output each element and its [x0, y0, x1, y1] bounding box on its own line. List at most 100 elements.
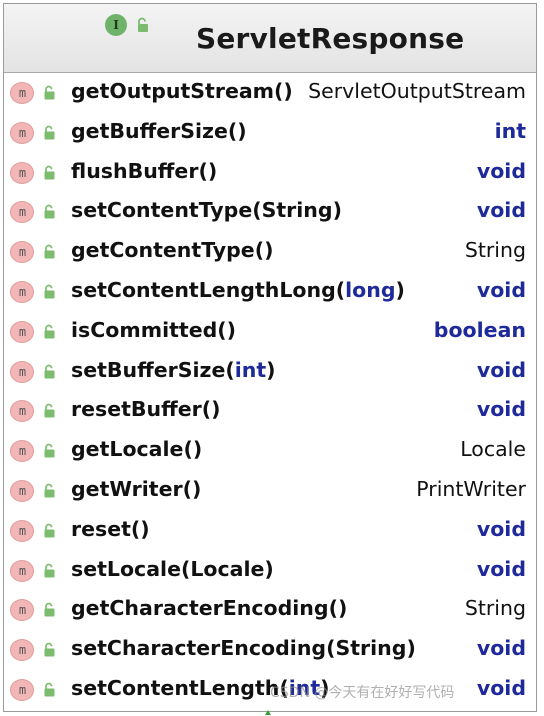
method-signature: flushBuffer()	[71, 159, 217, 183]
method-row[interactable]: m reset() void	[4, 511, 536, 551]
paren-open: (	[326, 636, 336, 661]
method-param: int	[234, 357, 267, 382]
public-lock-icon	[44, 642, 55, 657]
paren-close: )	[320, 675, 330, 700]
method-param: long	[345, 277, 396, 302]
paren-open: (	[328, 596, 338, 621]
paren-close: )	[237, 118, 247, 143]
paren-close: )	[140, 516, 150, 541]
method-icon: m	[10, 320, 34, 343]
method-signature: resetBuffer()	[71, 397, 221, 421]
method-icon-glyph: m	[18, 523, 26, 538]
method-icon-glyph: m	[18, 364, 26, 379]
method-name: setContentLength	[71, 675, 280, 700]
method-signature: getContentType()	[71, 238, 273, 262]
class-header: I ServletResponse	[4, 4, 536, 73]
method-icon: m	[10, 161, 34, 184]
method-icon-glyph: m	[18, 563, 26, 578]
method-icon: m	[10, 440, 34, 463]
paren-open: (	[201, 397, 212, 422]
paren-open: (	[198, 158, 208, 183]
paren-close: )	[332, 198, 342, 223]
public-lock-icon	[44, 85, 55, 100]
return-type: void	[476, 516, 526, 541]
public-lock-icon	[44, 324, 55, 339]
return-type: void	[476, 556, 526, 581]
method-row[interactable]: m getContentType() String	[4, 232, 536, 272]
method-icon-glyph: m	[18, 404, 26, 419]
public-lock-icon	[44, 603, 55, 617]
method-icon-glyph: m	[18, 284, 26, 299]
resize-handle-icon[interactable]	[265, 710, 271, 715]
method-icon: m	[10, 241, 34, 264]
return-type: String	[464, 596, 526, 621]
method-param: Locale	[190, 556, 265, 581]
method-icon-glyph: m	[18, 682, 26, 697]
method-row[interactable]: m getOutputStream() ServletOutputStream	[4, 73, 536, 113]
return-type: String	[464, 238, 526, 263]
method-row[interactable]: m flushBuffer() void	[4, 153, 536, 193]
return-type: ServletOutputStream	[308, 79, 526, 103]
paren-close: )	[264, 556, 274, 581]
method-name: getContentType	[71, 238, 255, 263]
public-lock-icon	[44, 523, 55, 538]
paren-open: (	[182, 476, 192, 501]
return-type: void	[476, 675, 526, 700]
method-icon-glyph: m	[18, 205, 26, 220]
public-lock-icon	[44, 364, 55, 379]
method-icon-glyph: m	[18, 245, 26, 260]
method-icon-glyph: m	[18, 483, 26, 498]
method-name: getWriter	[71, 476, 183, 501]
method-signature: reset()	[71, 517, 150, 541]
method-name: resetBuffer	[71, 397, 202, 422]
return-type: PrintWriter	[416, 476, 526, 501]
method-icon-glyph: m	[18, 125, 26, 140]
method-param: String	[261, 198, 333, 223]
return-type: void	[476, 158, 526, 183]
method-name: setBufferSize	[71, 357, 226, 382]
method-signature: setBufferSize(int)	[71, 358, 276, 382]
public-lock-icon	[44, 563, 55, 578]
paren-open: (	[227, 118, 238, 143]
method-icon: m	[10, 121, 34, 144]
method-name: setLocale	[71, 556, 181, 581]
paren-open: (	[183, 437, 193, 462]
method-row[interactable]: m resetBuffer() void	[4, 391, 536, 431]
method-icon: m	[10, 599, 34, 622]
method-param: String	[335, 636, 407, 661]
method-signature: getOutputStream()	[71, 79, 293, 103]
paren-open: (	[254, 238, 265, 263]
public-lock-icon	[44, 125, 55, 140]
public-lock-icon	[44, 165, 55, 180]
method-name: getLocale	[71, 437, 184, 462]
return-type: void	[476, 397, 526, 422]
method-name: flushBuffer	[71, 158, 199, 183]
method-icon: m	[10, 639, 34, 662]
method-icon: m	[10, 559, 34, 582]
paren-open: (	[225, 357, 235, 382]
return-type: void	[476, 277, 526, 302]
public-lock-icon	[44, 244, 55, 259]
paren-close: )	[264, 238, 274, 263]
method-name: isCommitted	[71, 317, 218, 342]
paren-close: )	[211, 397, 221, 422]
method-name: reset	[71, 516, 131, 541]
method-icon-glyph: m	[18, 643, 26, 658]
method-icon: m	[10, 280, 34, 303]
paren-open: (	[274, 79, 284, 103]
method-icon-glyph: m	[18, 86, 26, 100]
method-name: getOutputStream	[71, 79, 275, 103]
paren-open: (	[252, 198, 262, 223]
paren-close: )	[395, 277, 405, 302]
